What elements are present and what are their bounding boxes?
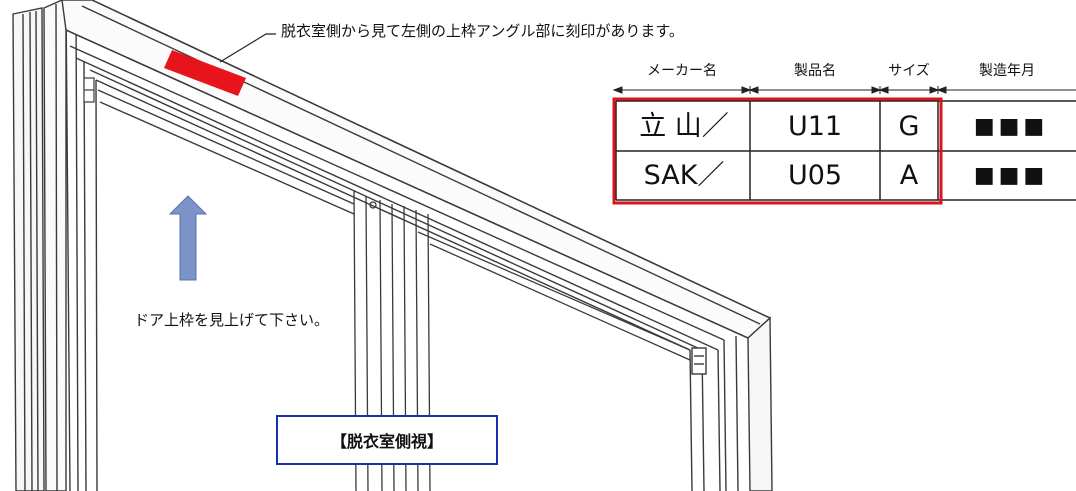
header-maker: メーカー名 [647, 63, 717, 79]
left-bracket [83, 77, 95, 103]
row2-maker: SAK／ [643, 160, 725, 191]
row1-product: U11 [787, 111, 843, 142]
up-arrow-icon [168, 195, 208, 281]
right-jamb [689, 316, 773, 491]
header-manufacture-date: 製造年月 [979, 63, 1035, 79]
view-label: 【脱衣室側視】 [330, 432, 443, 451]
stamp-location-note: 脱衣室側から見て左側の上枠アングル部に刻印があります。 [281, 22, 684, 40]
row1-manufacture-date: ■■■ [973, 114, 1049, 139]
header-size: サイズ [888, 63, 930, 79]
header-product: 製品名 [794, 63, 836, 79]
stamp-highlight [164, 50, 246, 96]
row1-maker: 立 山／ [639, 111, 729, 142]
row1-size: G [898, 111, 920, 142]
row2-product: U05 [787, 160, 843, 191]
table-highlight-box [612, 97, 943, 205]
leader-line [219, 33, 276, 63]
row2-size: A [899, 160, 919, 191]
view-label-box: 【脱衣室側視】 [276, 415, 498, 465]
look-up-instruction: ドア上枠を見上げて下さい。 [134, 311, 330, 329]
left-jamb [12, 0, 98, 491]
label-table-grid [615, 100, 1076, 201]
row2-manufacture-date: ■■■ [973, 163, 1049, 188]
header-dimension-lines [612, 86, 1076, 94]
